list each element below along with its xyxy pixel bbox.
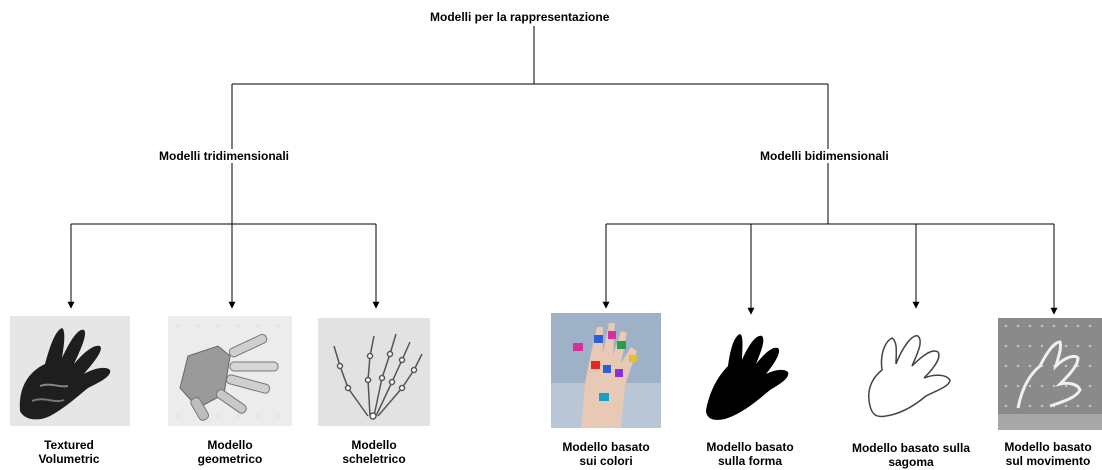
caption-line: Volumetric <box>38 452 100 466</box>
hand-silhouette-icon <box>700 320 800 425</box>
caption-line: geometrico <box>197 452 263 466</box>
skeletal-hand-drawing-icon <box>318 318 430 426</box>
caption-modello-movimento: Modello basato sul movimento <box>994 440 1102 468</box>
caption-line: Modello <box>207 438 253 452</box>
caption-line: sagoma <box>888 455 934 469</box>
branch-label-2d: Modelli bidimensionali <box>760 149 889 163</box>
caption-line: Modello <box>351 438 397 452</box>
branch-label-3d: Modelli tridimensionali <box>159 149 290 163</box>
caption-modello-scheletrico: Modello scheletrico <box>309 438 439 466</box>
caption-line: sulla forma <box>717 454 783 468</box>
caption-line: scheletrico <box>342 452 406 466</box>
caption-line: sui colori <box>579 454 633 468</box>
caption-line: Modello basato sulla <box>851 441 971 455</box>
caption-modello-colori: Modello basato sui colori <box>541 440 671 468</box>
caption-line: Modello basato <box>706 440 794 454</box>
caption-modello-sagoma: Modello basato sulla sagoma <box>837 441 985 469</box>
caption-line: Textured <box>44 438 94 452</box>
caption-modello-forma: Modello basato sulla forma <box>685 440 815 468</box>
geometric-hand-render-icon <box>168 316 292 426</box>
root-label: Modelli per la rappresentazione <box>430 10 610 24</box>
caption-line: sul movimento <box>1005 454 1091 468</box>
textured-hand-photo-icon <box>10 316 130 426</box>
caption-textured-volumetric: Textured Volumetric <box>4 438 134 466</box>
colored-marker-hand-photo-icon <box>551 313 661 428</box>
motion-hand-image-icon <box>998 318 1102 430</box>
caption-line: Modello basato <box>562 440 650 454</box>
hand-outline-icon <box>852 320 962 425</box>
caption-line: Modello basato <box>1004 440 1092 454</box>
caption-modello-geometrico: Modello geometrico <box>165 438 295 466</box>
